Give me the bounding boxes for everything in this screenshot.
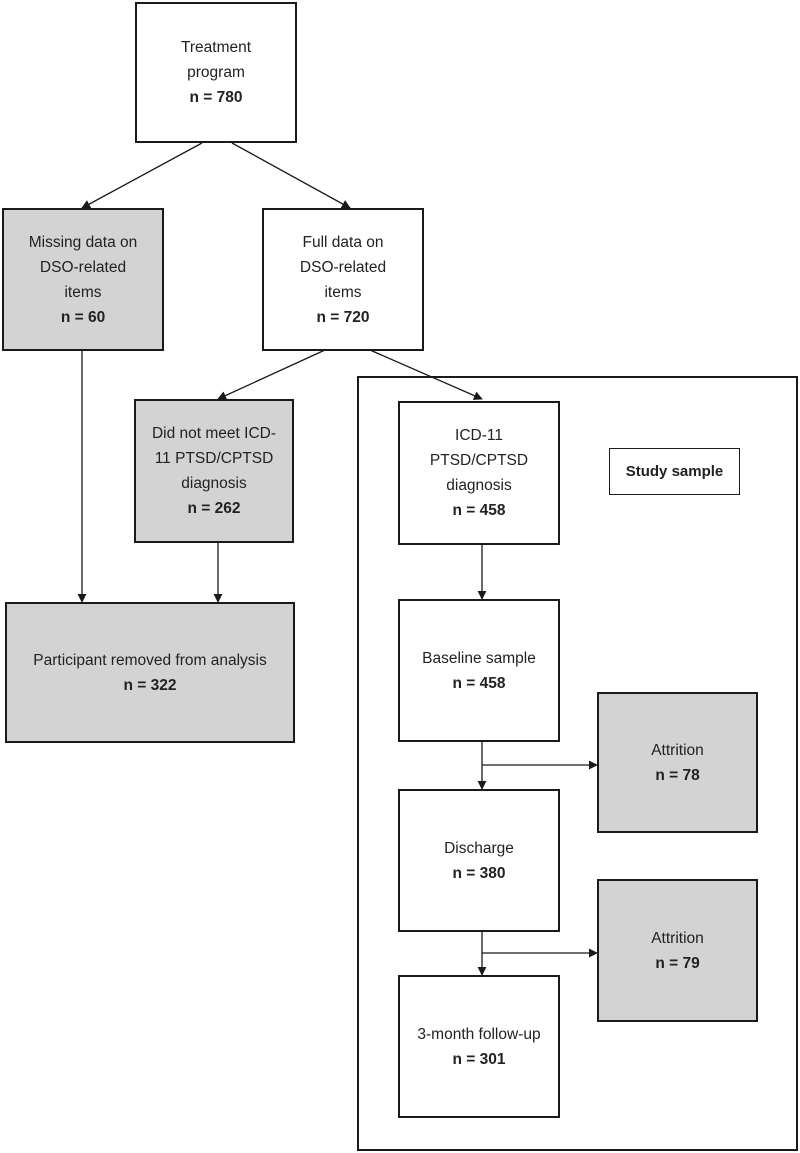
attrition-box-1: Attrition n = 78 [597,692,758,833]
missing-data-box: Missing data on DSO-related items n = 60 [2,208,164,351]
not-meet-line-2: 11 PTSD/CPTSD [154,450,274,467]
baseline-count: n = 458 [452,674,506,692]
diagnosis-line-2: PTSD/CPTSD [429,452,529,469]
treatment-program-line-1: Treatment [180,39,252,56]
study-sample-label: Study sample [609,448,740,495]
arrow-full-to-diagnosis [369,349,483,400]
not-meet-line-1: Did not meet ICD- [151,425,277,442]
diagnosis-line-1: ICD-11 [455,427,503,444]
not-meet-diagnosis-box: Did not meet ICD- 11 PTSD/CPTSD diagnosi… [134,399,294,543]
treatment-program-box: Treatment program n = 780 [135,2,297,143]
discharge-label: Discharge [444,839,514,857]
missing-data-line-3: items [64,283,102,301]
treatment-program-line-2: program [187,64,245,81]
full-data-line-2: DSO-related [299,258,387,276]
follow-up-count: n = 301 [452,1050,506,1068]
not-meet-line-3: diagnosis [181,475,247,492]
removed-count: n = 322 [123,676,177,694]
attrition-box-2: Attrition n = 79 [597,879,758,1022]
full-data-line-1: Full data on [302,233,384,251]
diagnosis-count: n = 458 [452,502,506,519]
full-data-line-3: items [324,283,362,301]
baseline-label: Baseline sample [422,649,536,667]
missing-data-line-2: DSO-related [39,258,127,276]
full-data-count: n = 720 [316,308,370,326]
discharge-count: n = 380 [452,864,506,882]
arrow-treatment-to-full [231,142,351,209]
not-meet-count: n = 262 [187,500,241,517]
attrition-2-label: Attrition [651,929,704,947]
follow-up-box: 3-month follow-up n = 301 [398,975,560,1118]
discharge-box: Discharge n = 380 [398,789,560,932]
missing-data-count: n = 60 [60,308,106,326]
missing-data-line-1: Missing data on [28,233,138,251]
arrow-full-to-not-meet [217,349,326,400]
attrition-1-label: Attrition [651,741,704,759]
attrition-2-count: n = 79 [655,954,700,972]
full-data-box: Full data on DSO-related items n = 720 [262,208,424,351]
removed-label: Participant removed from analysis [33,651,267,669]
participant-removed-box: Participant removed from analysis n = 32… [5,602,295,743]
arrow-treatment-to-missing [81,142,203,209]
treatment-program-count: n = 780 [189,89,243,106]
icd11-diagnosis-box: ICD-11 PTSD/CPTSD diagnosis n = 458 [398,401,560,545]
study-sample-frame [357,376,798,1151]
follow-up-label: 3-month follow-up [417,1025,541,1043]
diagnosis-line-3: diagnosis [446,477,512,494]
attrition-1-count: n = 78 [655,766,700,784]
baseline-sample-box: Baseline sample n = 458 [398,599,560,742]
